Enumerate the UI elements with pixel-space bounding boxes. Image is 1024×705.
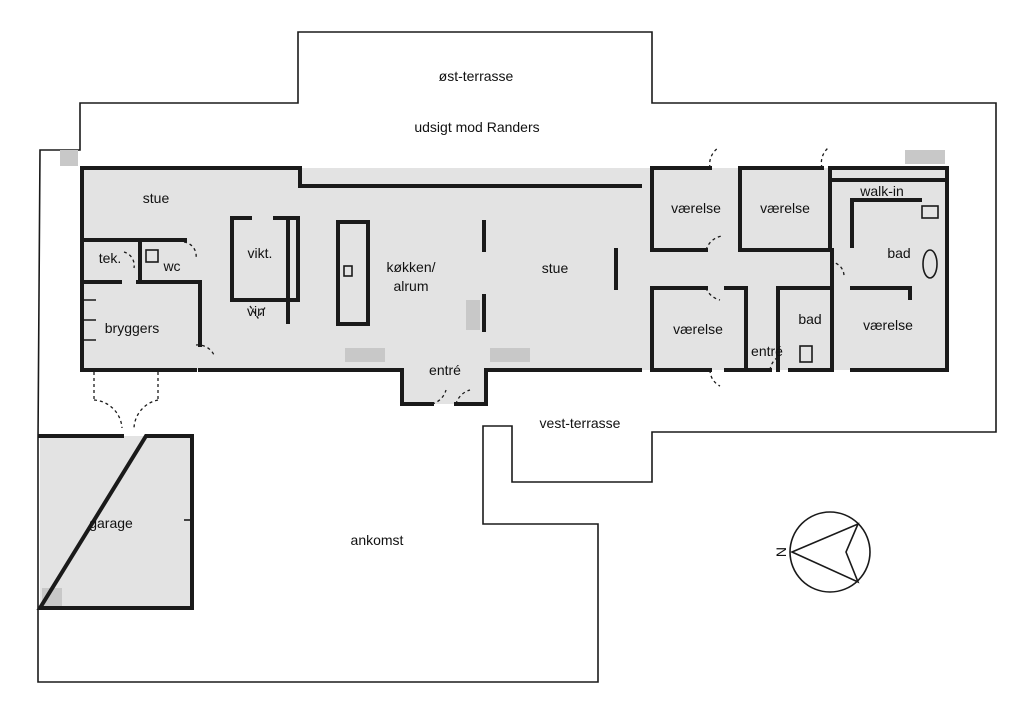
walls [36,166,949,610]
utility-label: bryggers [105,320,159,336]
entrance-main-label: entré [429,362,461,378]
north-arrow: N [773,511,871,593]
room-3-label: værelse [673,321,723,337]
room-2-label: værelse [760,200,810,216]
east-terrace-label: øst-terrasse [439,68,514,84]
view-label: udsigt mod Randers [414,119,539,135]
bath-1-label: bad [887,245,910,261]
house-floor [40,150,947,608]
room-4-label: værelse [863,317,913,333]
living-main-label: stue [542,260,569,276]
fixtures [82,205,939,521]
tech-label: tek. [99,250,122,266]
wine-label: vin [247,303,265,319]
entrance-east-label: entré [751,343,783,359]
kitchen-label-2: alrum [393,278,428,294]
living-west-label: stue [143,190,170,206]
pantry-label: vikt. [248,245,273,261]
kitchen-label-1: køkken/ [386,259,435,275]
west-terrace-label: vest-terrasse [540,415,621,431]
room-labels: øst-terrasse udsigt mod Randers stue tek… [89,68,913,548]
north-label: N [773,547,789,557]
bath-2-label: bad [798,311,821,327]
walk-in-label: walk-in [859,183,904,199]
wc-label: wc [162,258,180,274]
room-1-label: værelse [671,200,721,216]
door-swings [93,147,845,429]
arrival-label: ankomst [351,532,404,548]
garage-label: garage [89,515,133,531]
